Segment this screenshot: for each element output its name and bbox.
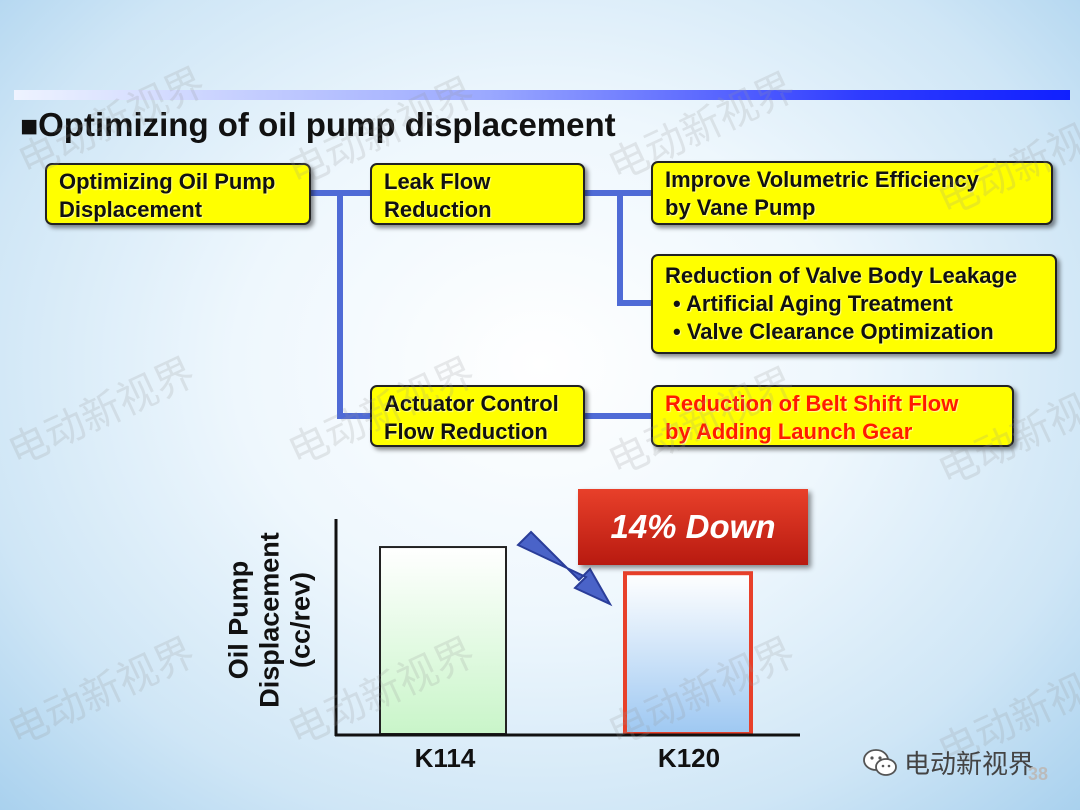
box-line: Leak Flow: [384, 169, 491, 194]
box-actuator-control-flow: Actuator Control Flow Reduction: [370, 385, 585, 447]
box-line: by Vane Pump: [665, 195, 816, 220]
reduction-badge: 14% Down: [578, 489, 808, 565]
box-leak-flow-reduction: Leak Flow Reduction: [370, 163, 585, 225]
box-line: Reduction: [384, 197, 492, 222]
y-axis-label-line: Oil Pump: [223, 560, 254, 680]
title-marker: ■: [20, 110, 39, 143]
y-axis-label-line: (cc/rev): [285, 571, 316, 669]
box-bullet-item: • Valve Clearance Optimization: [673, 319, 994, 344]
y-axis-label: Oil Pump Displacement (cc/rev): [224, 505, 317, 735]
box-vane-pump: Improve Volumetric Efficiency by Vane Pu…: [651, 161, 1053, 225]
box-line: by Adding Launch Gear: [665, 419, 913, 444]
box-line: Reduction of Belt Shift Flow: [665, 391, 959, 416]
slide-title: ■Optimizing of oil pump displacement: [20, 106, 616, 144]
connector-line: [617, 193, 651, 306]
box-line: Improve Volumetric Efficiency: [665, 167, 979, 192]
box-valve-body-leakage: Reduction of Valve Body Leakage • Artifi…: [651, 254, 1057, 354]
box-belt-shift-flow: Reduction of Belt Shift Flow by Adding L…: [651, 385, 1014, 447]
brand-name: 电动新视界: [904, 749, 1035, 779]
box-bullet-item: • Artificial Aging Treatment: [673, 291, 953, 316]
box-line: Displacement: [59, 197, 203, 222]
box-optimizing-oil-pump: Optimizing Oil Pump Displacement: [45, 163, 311, 225]
box-line: Actuator Control: [384, 391, 559, 416]
bar-k114: [379, 546, 507, 735]
slide-title-text: Optimizing of oil pump displacement: [38, 106, 616, 143]
box-line: Optimizing Oil Pump: [59, 169, 276, 194]
title-accent-bar: [14, 90, 1070, 100]
connector-line: [337, 193, 370, 419]
x-tick-label-k120: K120: [657, 743, 721, 773]
bar-k120: [623, 571, 753, 737]
y-axis-label-line: Displacement: [254, 532, 285, 708]
brand-logo: 电动新视界: [862, 744, 1034, 781]
box-line: Reduction of Valve Body Leakage: [665, 263, 1018, 288]
page-number: 38: [1028, 764, 1049, 784]
wechat-icon: [863, 748, 897, 776]
x-tick-label-k114: K114: [414, 743, 476, 773]
down-arrow-icon: [516, 530, 613, 607]
box-line: Flow Reduction: [384, 419, 548, 444]
